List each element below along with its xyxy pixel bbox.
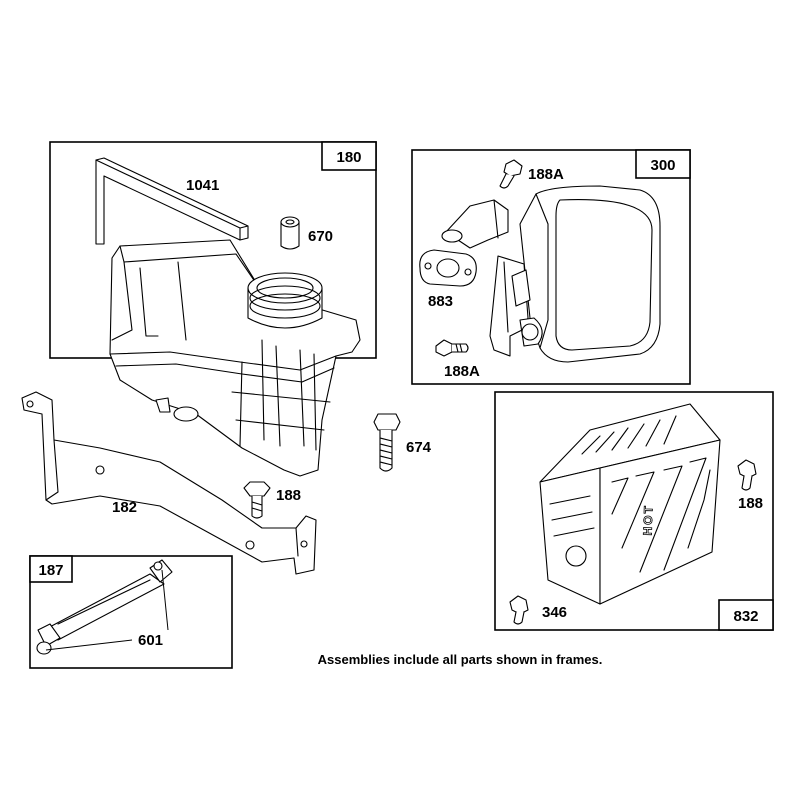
screw-188-right bbox=[737, 459, 757, 491]
frame-number-300: 300 bbox=[650, 157, 675, 174]
muffler-guard: HOT bbox=[539, 403, 721, 605]
gasket-883 bbox=[419, 249, 477, 287]
bushing-part bbox=[280, 216, 300, 250]
screw-188A-top bbox=[499, 159, 523, 189]
label-188-right: 188 bbox=[738, 495, 763, 512]
hot-warning-text: HOT bbox=[640, 504, 655, 536]
frame-number-180: 180 bbox=[336, 149, 361, 166]
frame-300: 300 bbox=[411, 149, 691, 385]
frame-number-187: 187 bbox=[38, 562, 63, 579]
fuel-tank-strap bbox=[95, 157, 249, 245]
label-670: 670 bbox=[308, 228, 333, 245]
screw-346 bbox=[509, 595, 529, 625]
label-674: 674 bbox=[406, 439, 432, 456]
leader-lines bbox=[45, 569, 169, 651]
screw-188A-bottom bbox=[435, 339, 469, 357]
label-182: 182 bbox=[112, 499, 137, 516]
label-188A-top: 188A bbox=[528, 166, 564, 183]
fuel-tank bbox=[109, 239, 361, 477]
label-188-left: 188 bbox=[276, 487, 301, 504]
fuel-line-hose bbox=[36, 559, 173, 655]
label-883: 883 bbox=[428, 293, 453, 310]
tank-bracket bbox=[21, 391, 317, 575]
frame-number-832: 832 bbox=[733, 608, 758, 625]
bolt-188-left bbox=[243, 481, 271, 519]
label-346: 346 bbox=[542, 604, 567, 621]
label-1041: 1041 bbox=[186, 177, 219, 194]
frame-832: 832 bbox=[494, 391, 774, 631]
caption: Assemblies include all parts shown in fr… bbox=[317, 652, 603, 667]
frame-187: 187 bbox=[29, 555, 233, 669]
bolt-674 bbox=[373, 413, 401, 472]
label-601: 601 bbox=[138, 632, 163, 649]
muffler bbox=[441, 185, 661, 363]
label-188A-bottom: 188A bbox=[444, 363, 480, 380]
